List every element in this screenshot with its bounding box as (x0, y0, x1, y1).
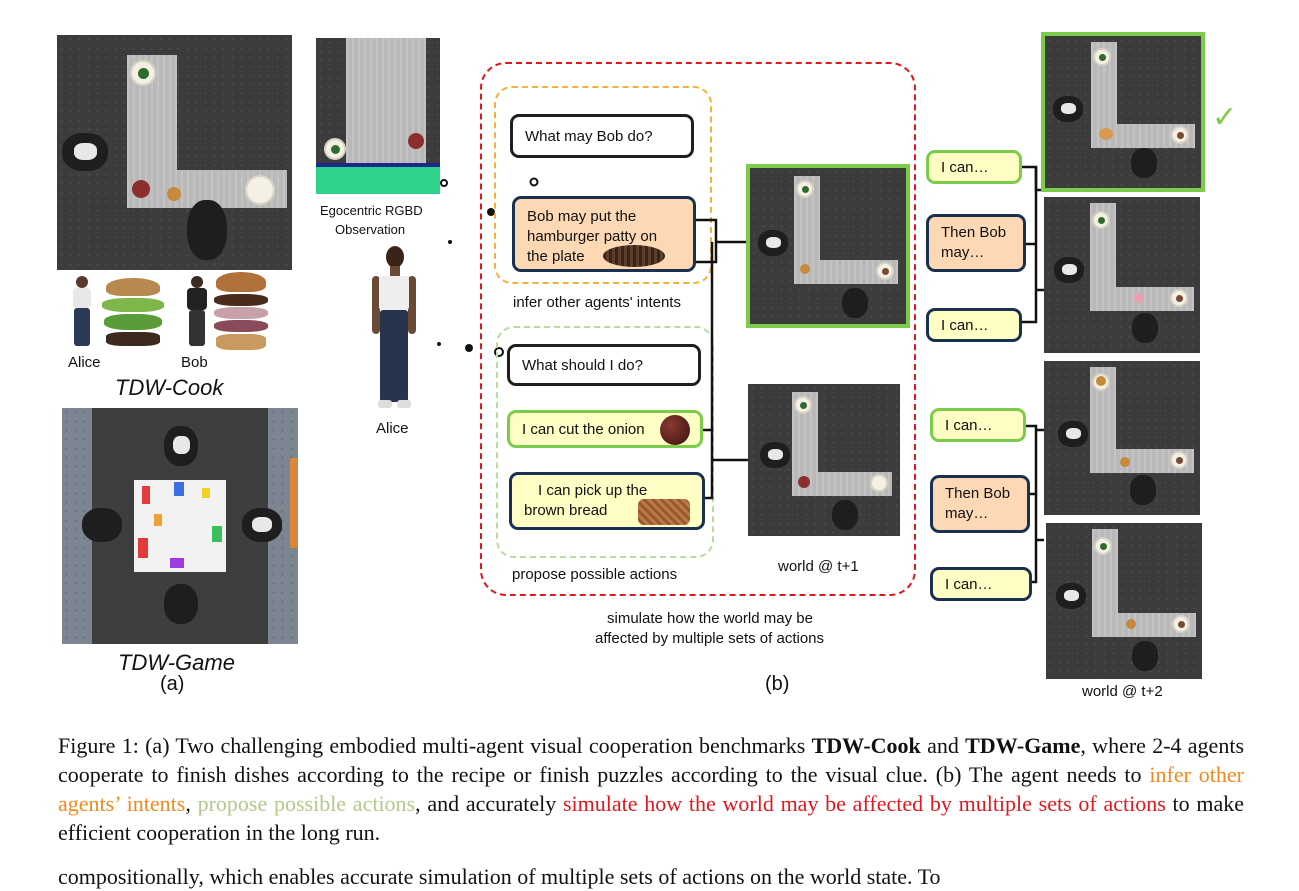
caption-simulate: simulate how the world may be affected b… (562, 791, 1166, 816)
thought-dots (437, 179, 504, 357)
caption-bench2: TDW-Game (965, 733, 1081, 758)
question-self-bubble: What should I do? (507, 344, 701, 386)
bottom-then-bob-line2: may… (945, 505, 989, 522)
question-bob-text: What may Bob do? (525, 127, 653, 145)
body-text-line: compositionally, which enables accurate … (58, 864, 941, 889)
top-then-bob-line1: Then Bob (941, 224, 1007, 241)
bob-label: Bob (181, 354, 208, 371)
caption-suffix: to make efficient cooperation in the lon… (58, 791, 1245, 845)
question-self-text: What should I do? (522, 356, 643, 374)
patty-icon (603, 245, 665, 267)
world-t1-option2-image (748, 384, 900, 536)
small-dot (529, 177, 539, 187)
caption-comma: , (185, 791, 198, 816)
top-i-can-1-bubble: I can… (926, 150, 1022, 184)
bread-icon (638, 499, 690, 525)
caption-mid1: , where 2-4 agents cooperate to finish d… (58, 733, 1245, 787)
bob-intent-bubble: Bob may put the hamburger patty on the p… (512, 196, 696, 272)
question-bob-bubble: What may Bob do? (510, 114, 694, 158)
caption-infer: infer other agents’ intents (58, 762, 1244, 816)
bottom-then-bob-line1: Then Bob (945, 485, 1011, 502)
bottom-i-can-2-text: I can… (945, 575, 993, 593)
tdw-game-scene-image (62, 408, 298, 644)
action-cut-onion-bubble: I can cut the onion (507, 410, 703, 448)
world-t2-label: world @ t+2 (1082, 683, 1163, 700)
bob-figure (185, 276, 209, 346)
check-mark-icon: ✓ (1212, 101, 1238, 134)
bottom-i-can-1-text: I can… (945, 416, 993, 434)
tdw-cook-scene-image (57, 35, 292, 270)
caption-prefix: Figure 1: (a) Two challenging embodied m… (58, 733, 812, 758)
caption-mid2: , and accurately (415, 791, 563, 816)
top-then-bob-line2: may… (941, 244, 985, 261)
panel-a-label: (a) (160, 673, 185, 695)
intent-section-label: infer other agents' intents (513, 294, 681, 311)
action-cut-onion-text: I can cut the onion (522, 420, 645, 438)
alice-agent-figure (370, 246, 418, 411)
caption-propose: propose possible actions (197, 791, 416, 816)
action-bread-line2: brown bread (524, 502, 608, 519)
world-t2-image-1 (1045, 36, 1201, 188)
simulate-line2: affected by multiple sets of actions (595, 630, 825, 647)
bottom-then-bob-bubble: Then Bob may… (930, 475, 1030, 533)
action-pick-bread-bubble: I can pick up the brown bread (509, 472, 705, 530)
caption-bench1: TDW-Cook (811, 733, 921, 758)
top-i-can-2-bubble: I can… (926, 308, 1022, 342)
simulate-line1: simulate how the world may be (607, 610, 813, 627)
bottom-i-can-2-bubble: I can… (930, 567, 1032, 601)
figure-caption: Figure 1: (a) Two challenging embodied m… (58, 731, 1244, 847)
egocentric-label-line2: Observation (335, 222, 406, 237)
tdw-cook-title: TDW-Cook (115, 375, 224, 400)
intent-frame (494, 86, 712, 284)
alice-figure (70, 276, 94, 346)
connector-lines (696, 165, 1044, 584)
alice-label: Alice (68, 354, 101, 371)
bob-intent-line2: hamburger patty on (527, 228, 658, 245)
bottom-i-can-1-bubble: I can… (930, 408, 1026, 442)
bob-intent-line1: Bob may put the (527, 208, 637, 225)
world-t2-image-3 (1044, 361, 1200, 515)
action-bread-line1: I can pick up the (538, 482, 648, 499)
action-section-label: propose possible actions (512, 566, 678, 583)
burger-stack-icon (212, 272, 270, 354)
world-t2-image-4 (1046, 523, 1202, 679)
top-i-can-2-text: I can… (941, 316, 989, 334)
caption-and: and (920, 733, 966, 758)
egocentric-label-line1: Egocentric RGBD (320, 203, 423, 218)
world-t1-option1-image (750, 168, 906, 324)
top-then-bob-bubble: Then Bob may… (926, 214, 1026, 272)
alice-agent-label: Alice (376, 420, 409, 437)
tdw-game-title: TDW-Game (118, 650, 235, 675)
burger-icon (100, 278, 166, 350)
world-t2-image-2 (1044, 197, 1200, 353)
egocentric-rgbd-image (316, 38, 440, 194)
panel-b-label: (b) (765, 673, 790, 695)
world-t1-label: world @ t+1 (778, 558, 859, 575)
top-i-can-1-text: I can… (941, 158, 989, 176)
bob-intent-line3: the plate (527, 248, 585, 265)
onion-icon (660, 415, 690, 445)
simulate-frame (480, 62, 916, 596)
